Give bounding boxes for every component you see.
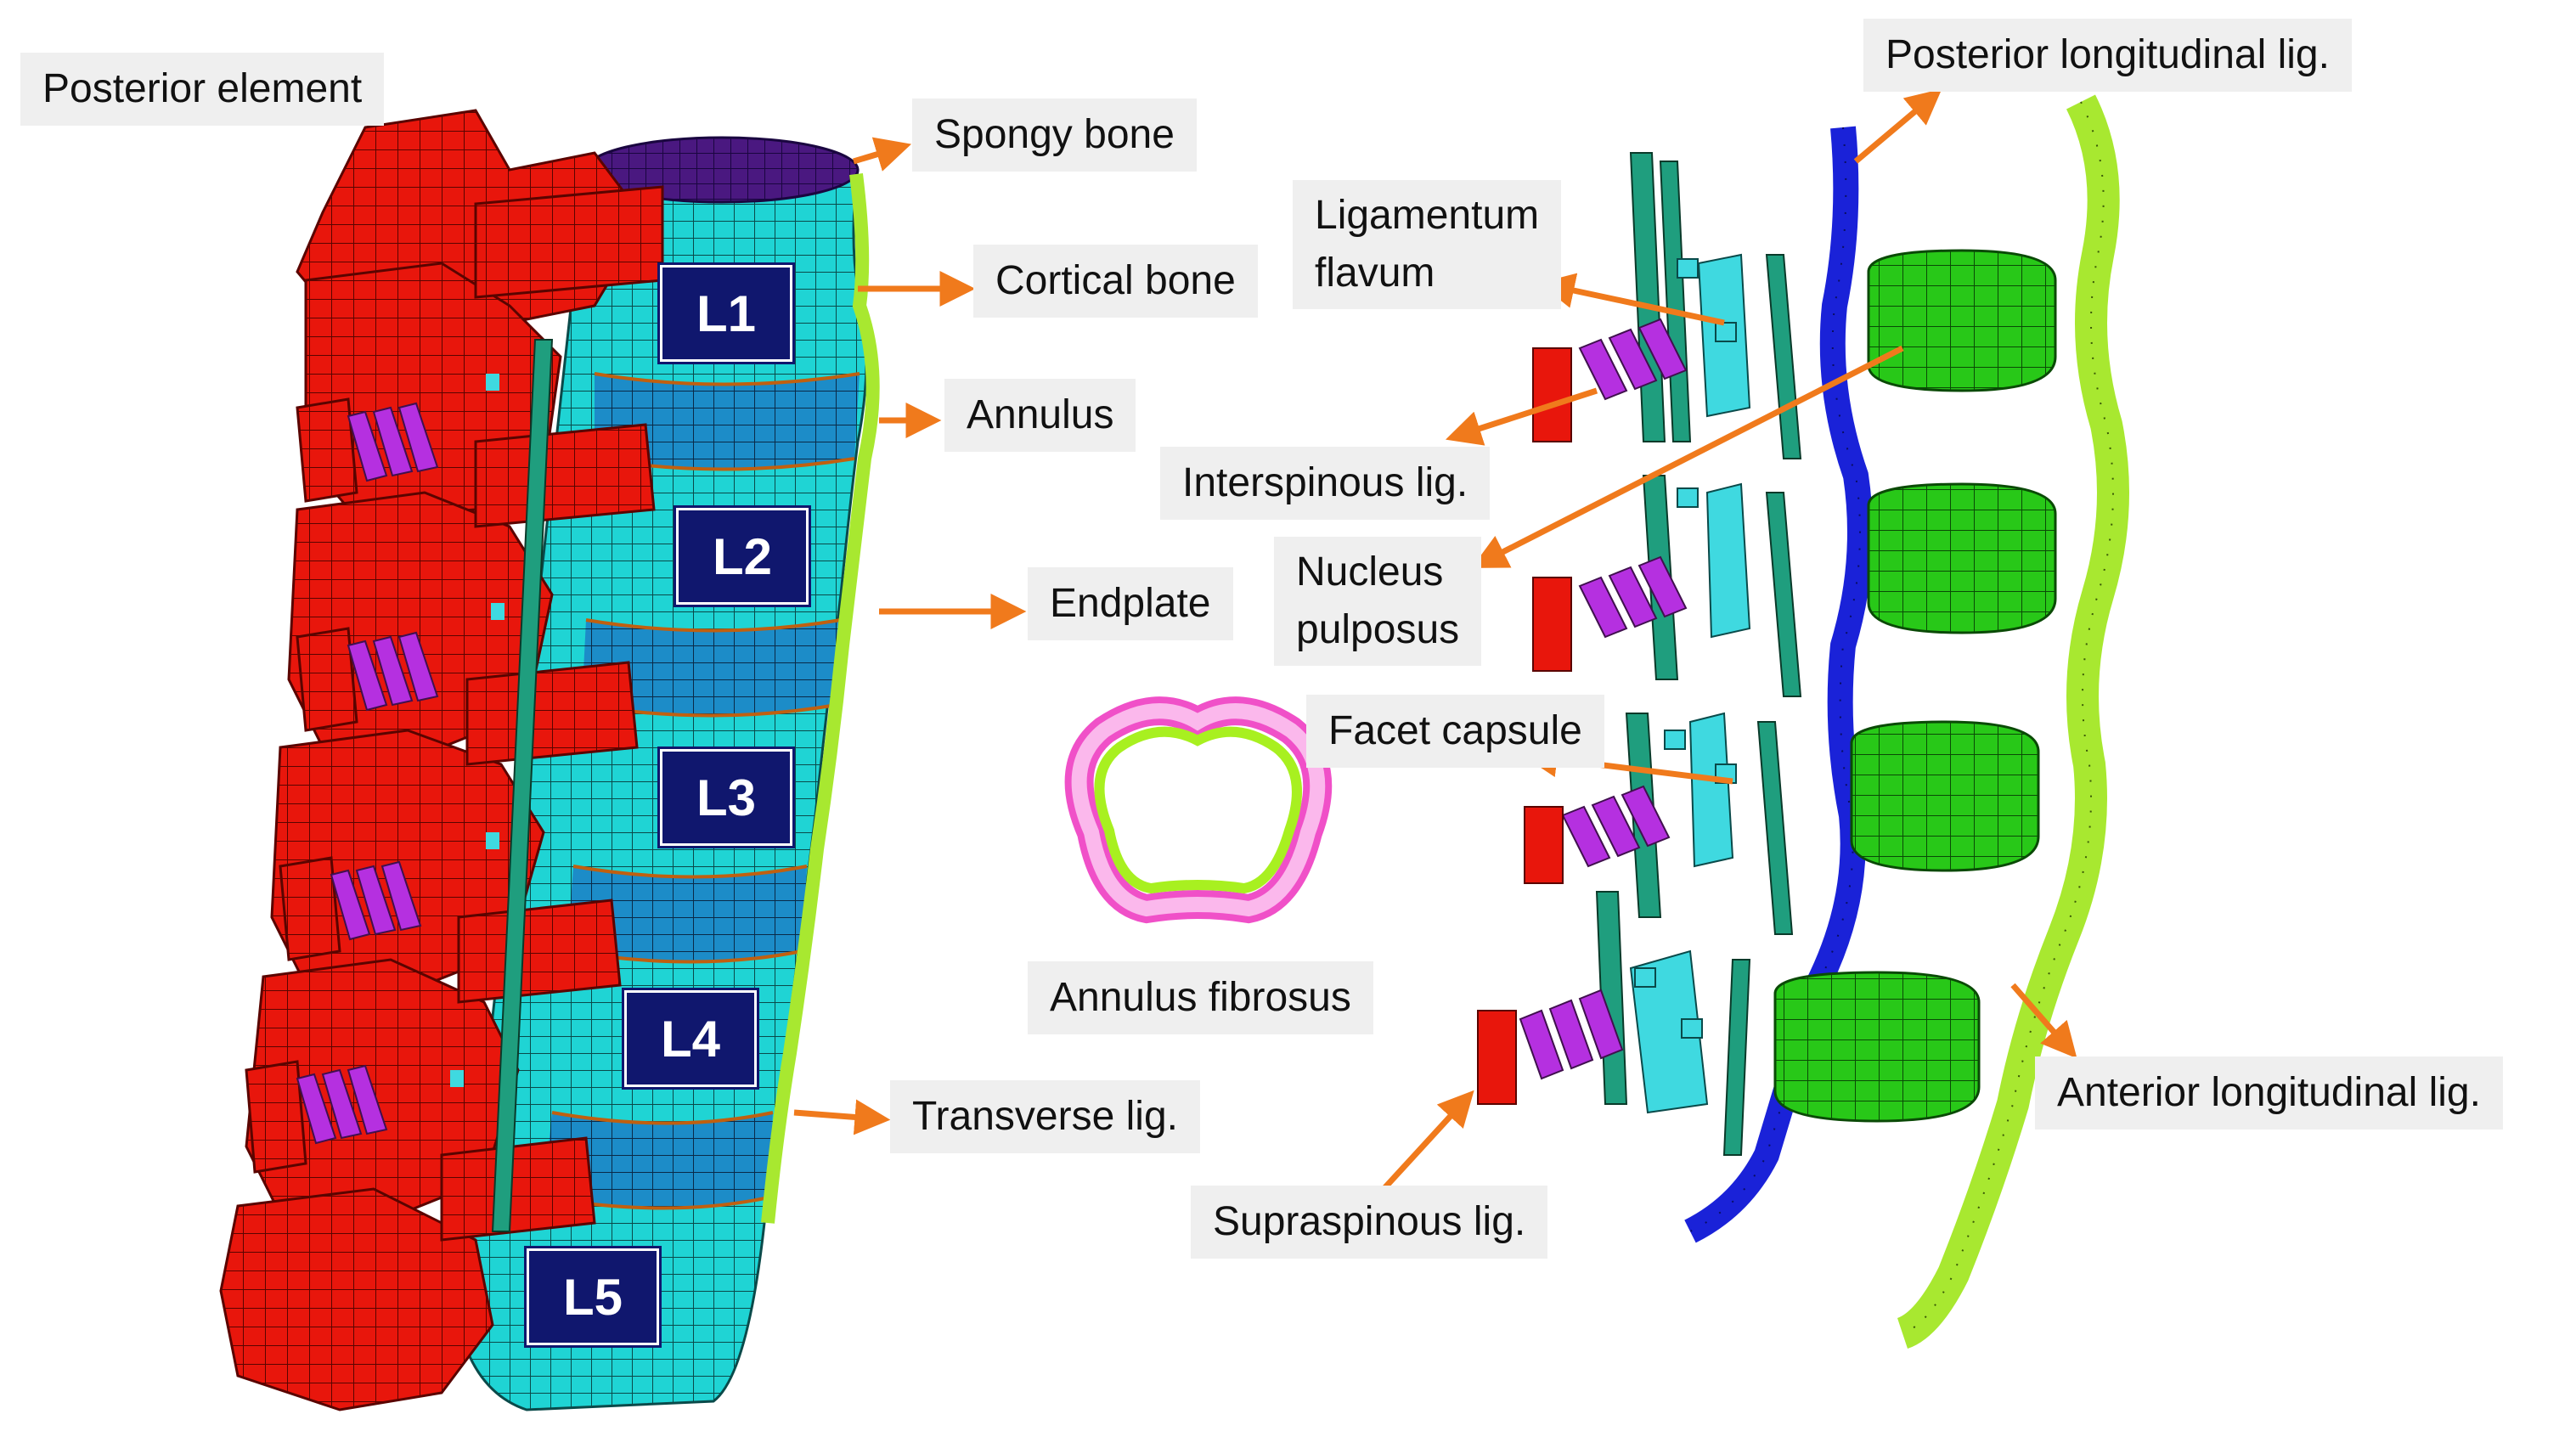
label-posterior-element: Posterior element	[20, 53, 385, 126]
label-endplate: Endplate	[1028, 567, 1233, 640]
facet-bits-left	[450, 374, 504, 1087]
label-annulus: Annulus	[944, 379, 1136, 452]
annulus-fibrosus-cross-section	[1064, 696, 1333, 924]
posterior-elements	[219, 109, 664, 1411]
vertebra-label-l4: L4	[622, 988, 759, 1090]
ligament-groups	[1477, 152, 1802, 1156]
arrow-anterior-longitudinal-lig	[2010, 983, 2077, 1059]
arrow-nucleus-pulposus	[1471, 345, 1904, 568]
arrow-posterior-longitudinal-lig	[1853, 88, 1942, 164]
arrow-spongy-bone	[852, 137, 912, 172]
label-posterior-longitudinal-lig: Posterior longitudinal lig.	[1863, 19, 2352, 92]
vertebra-label-l1: L1	[657, 262, 795, 364]
label-cortical-bone: Cortical bone	[973, 245, 1258, 318]
label-spongy-bone: Spongy bone	[912, 99, 1197, 172]
vertebra-label-l3: L3	[657, 746, 795, 848]
label-supraspinous-lig: Supraspinous lig.	[1191, 1186, 1548, 1259]
label-anterior-longitudinal-lig: Anterior longitudinal lig.	[2035, 1056, 2503, 1130]
nucleus-discs	[1773, 249, 2057, 1123]
label-nucleus-pulposus: Nucleus pulposus	[1274, 537, 1482, 667]
vertebra-label-l2: L2	[674, 505, 811, 607]
label-interspinous-lig: Interspinous lig.	[1160, 447, 1491, 520]
label-facet-capsule: Facet capsule	[1306, 695, 1604, 768]
interspinous-ligaments-left	[296, 402, 439, 1145]
ligament-strip-left	[491, 339, 554, 1232]
anterior-longitudinal-ligament	[1896, 94, 2129, 1349]
disc-l4-l5	[544, 1113, 773, 1208]
disc-l1-l2	[595, 374, 860, 470]
pointer-arrows	[793, 88, 2077, 1200]
exploded-components	[1477, 94, 2129, 1349]
disc-l2-l3	[582, 620, 841, 716]
anterior-ligament-left	[761, 172, 880, 1224]
disc-l3-l4	[567, 866, 807, 962]
vertebra-label-l5: L5	[524, 1246, 662, 1348]
label-ligamentum-flavum: Ligamentum flavum	[1293, 180, 1562, 310]
posterior-longitudinal-ligament	[1684, 126, 1873, 1243]
arrow-ligamentum-flavum	[1538, 273, 1725, 326]
arrow-transverse-lig	[793, 1099, 891, 1135]
lumbar-spine-model	[219, 109, 880, 1411]
label-transverse-lig: Transverse lig.	[890, 1080, 1200, 1153]
arrow-supraspinous-lig	[1373, 1090, 1474, 1200]
label-annulus-fibrosus: Annulus fibrosus	[1028, 961, 1373, 1034]
arrow-interspinous-lig	[1446, 387, 1598, 446]
